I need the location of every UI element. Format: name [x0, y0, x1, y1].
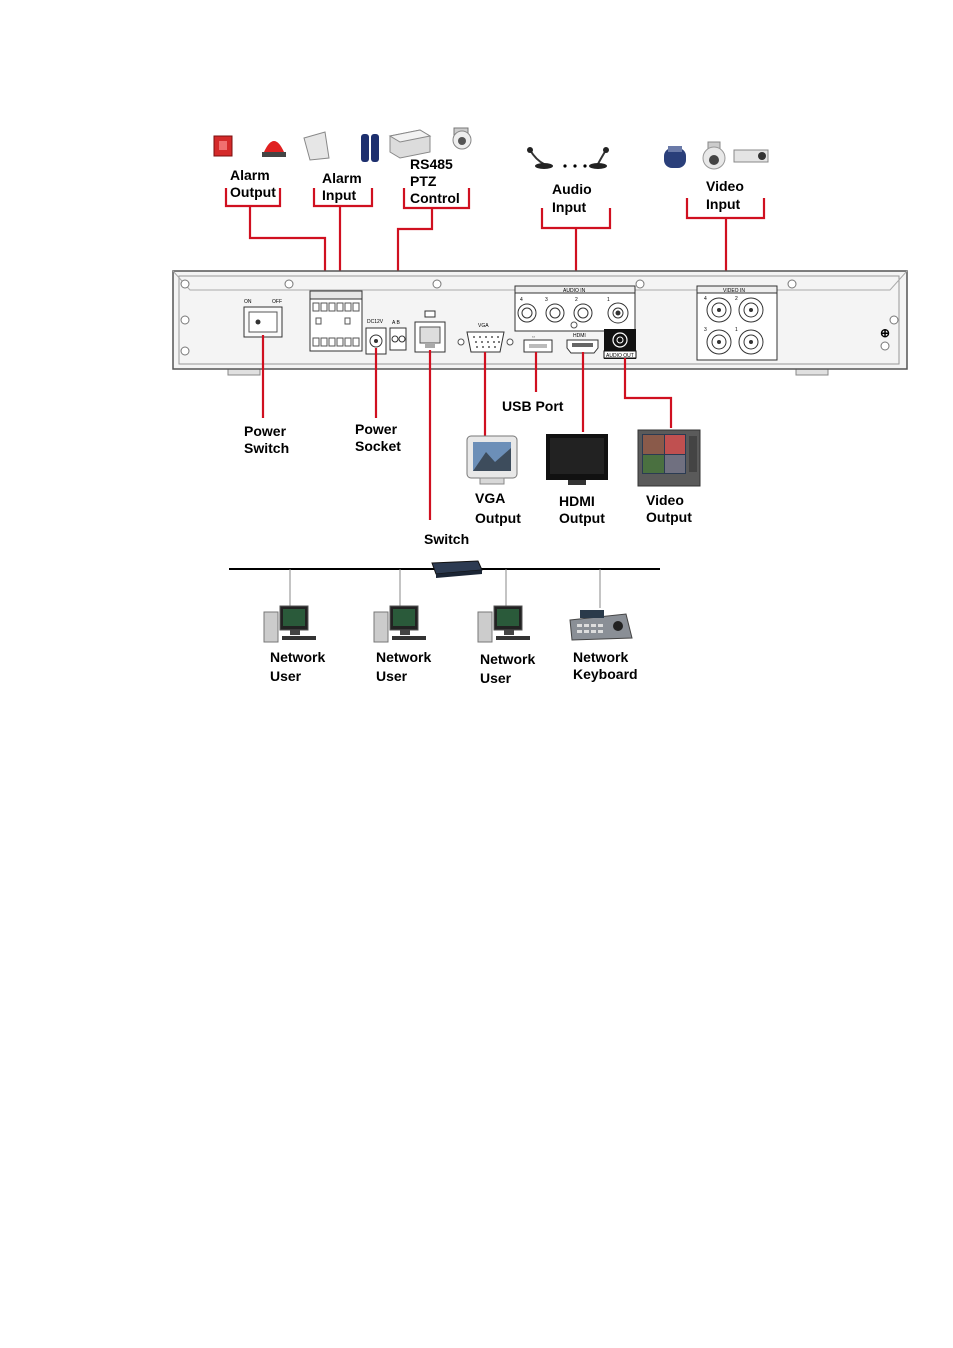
video-in-ports: VIDEO IN 4 2 3 1 [696, 285, 778, 361]
network-user-1-label: Network User [270, 649, 325, 684]
svg-text:VIDEO IN: VIDEO IN [723, 288, 745, 294]
microphones-icon [527, 147, 609, 169]
svg-text:Power: Power [244, 423, 287, 439]
svg-text:PTZ: PTZ [410, 173, 437, 189]
svg-text:Video: Video [706, 178, 744, 194]
svg-text:Audio: Audio [552, 181, 592, 197]
svg-text:Alarm: Alarm [322, 170, 362, 186]
computer-icon [263, 605, 316, 643]
svg-text:Socket: Socket [355, 438, 401, 454]
svg-text:2: 2 [735, 296, 738, 302]
bottom-connector-lines [261, 335, 673, 520]
svg-text:User: User [480, 670, 512, 686]
power-socket-port: DC12V [365, 319, 387, 355]
svg-text:A B: A B [392, 320, 400, 326]
computer-icon [477, 605, 530, 643]
svg-text:Input: Input [706, 196, 741, 212]
power-switch-label: Power Switch [244, 423, 289, 456]
svg-text:ON: ON [244, 299, 252, 305]
network-switch-icon [431, 560, 483, 578]
svg-text:Network: Network [376, 649, 431, 665]
svg-text:User: User [376, 668, 408, 684]
svg-text:Network: Network [270, 649, 325, 665]
svg-text:OFF: OFF [272, 299, 282, 305]
svg-text:RS485: RS485 [410, 156, 453, 172]
svg-text:VGA: VGA [478, 323, 489, 329]
alarm-output-devices-icon [213, 135, 286, 157]
hdmi-port: HDMI [566, 321, 599, 354]
svg-text:2: 2 [575, 297, 578, 303]
svg-text:Input: Input [322, 187, 357, 203]
power-switch-port: ON OFF [243, 299, 283, 338]
svg-text:Network: Network [573, 649, 628, 665]
hdmi-tv-icon [546, 434, 608, 485]
network-keyboard-label: Network Keyboard [573, 649, 638, 682]
audio-in-ports: AUDIO IN 4 3 2 1 [514, 285, 636, 332]
svg-text:Output: Output [646, 509, 692, 525]
keyboard-controller-icon [569, 610, 633, 641]
vga-port: VGA [457, 323, 514, 353]
dvr-rear-panel: ⊕ ON OFF DC12V [172, 270, 908, 376]
power-socket-label: Power Socket [355, 421, 401, 454]
svg-text:Switch: Switch [244, 440, 289, 456]
svg-text:VGA: VGA [475, 490, 505, 506]
svg-text:Output: Output [559, 510, 605, 526]
rs485-ptz-control-label: RS485 PTZ Control [410, 156, 460, 206]
svg-text:User: User [270, 668, 302, 684]
vga-monitor-icon [466, 435, 518, 485]
top-connector-lines [224, 188, 766, 304]
svg-text:HDMI: HDMI [573, 333, 586, 339]
alarm-input-label: Alarm Input [322, 170, 362, 203]
svg-text:⊕: ⊕ [880, 326, 890, 340]
alarm-input-devices-icon [303, 131, 379, 162]
audio-out-port: AUDIO OUT [603, 329, 637, 359]
switch-label: Switch [424, 531, 469, 547]
svg-text:AUDIO IN: AUDIO IN [563, 288, 586, 294]
svg-text:HDMI: HDMI [559, 493, 595, 509]
svg-text:3: 3 [545, 297, 548, 303]
svg-text:Power: Power [355, 421, 398, 437]
network-user-3-label: Network User [480, 651, 535, 686]
svg-text:⇔: ⇔ [531, 334, 536, 340]
usb-port-label: USB Port [502, 398, 564, 414]
video-output-label: Video Output [646, 492, 692, 525]
svg-text:Output: Output [230, 184, 276, 200]
svg-text:Network: Network [480, 651, 535, 667]
video-input-label: Video Input [706, 178, 744, 212]
svg-text:Alarm: Alarm [230, 167, 270, 183]
svg-text:AUDIO OUT: AUDIO OUT [606, 353, 634, 359]
svg-text:Output: Output [475, 510, 521, 526]
svg-text:Video: Video [646, 492, 684, 508]
svg-text:3: 3 [704, 327, 707, 333]
svg-text:4: 4 [520, 297, 523, 303]
cameras-icon [664, 141, 769, 170]
svg-text:DC12V: DC12V [367, 319, 384, 325]
alarm-terminal-block [309, 290, 363, 352]
network-user-2-label: Network User [376, 649, 431, 684]
rs485-port: A B [389, 320, 407, 351]
network-port [414, 310, 446, 353]
svg-text:Input: Input [552, 199, 587, 215]
crt-monitor-icon [637, 429, 701, 487]
computer-icon [373, 605, 426, 643]
audio-input-label: Audio Input [552, 181, 592, 215]
svg-text:1: 1 [735, 327, 738, 333]
svg-text:Control: Control [410, 190, 460, 206]
vga-output-label: VGA Output [475, 490, 521, 526]
svg-text:4: 4 [704, 296, 707, 302]
usb-port: ⇔ [523, 334, 553, 353]
svg-text:Keyboard: Keyboard [573, 666, 638, 682]
ptz-control-devices-icon [388, 127, 472, 159]
alarm-output-label: Alarm Output [230, 167, 276, 200]
svg-text:1: 1 [607, 297, 610, 303]
hdmi-output-label: HDMI Output [559, 493, 605, 526]
